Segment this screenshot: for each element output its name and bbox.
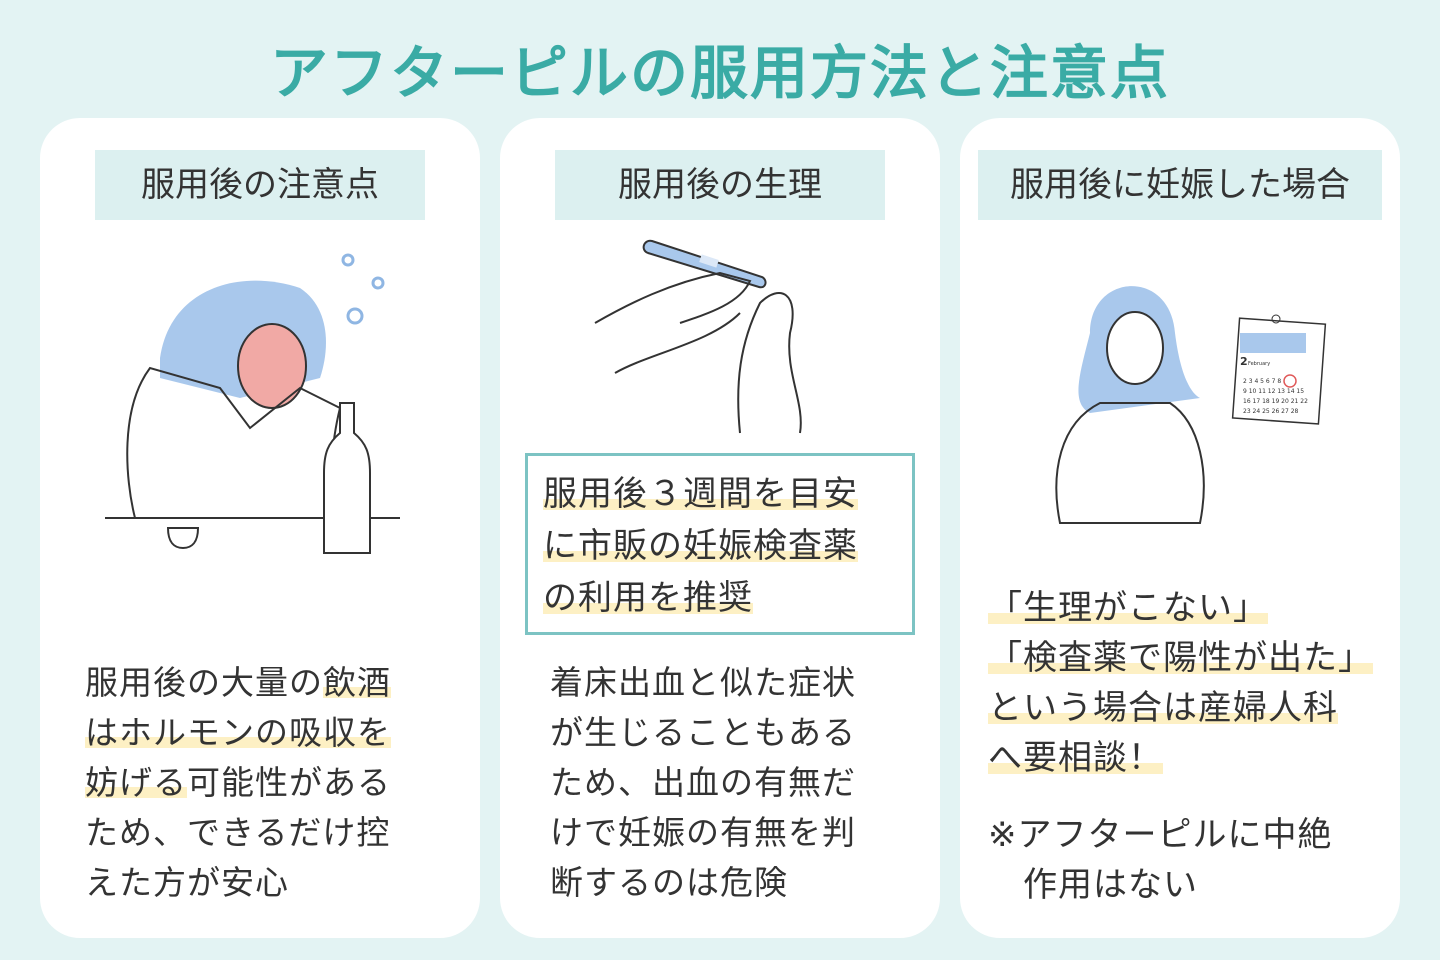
highlight-text: 「生理がこない」: [988, 588, 1268, 628]
card-body: 「生理がこない」 「検査薬で陽性が出た」 という場合は産婦人科 へ要相談！: [988, 583, 1373, 783]
recommendation-box: 服用後３週間を目安 に市販の妊娠検査薬 の利用を推奨: [525, 453, 915, 635]
text: えた方が安心: [85, 863, 289, 902]
highlight-text: 「検査薬で陽性が出た」: [988, 638, 1373, 678]
text: 着床出血と似た症状: [550, 663, 856, 702]
text: ため、できるだけ控: [85, 813, 391, 852]
calendar-month: 2: [1240, 355, 1248, 368]
note: ※アフターピルに中絶 作用はない: [988, 810, 1333, 910]
worried-woman-illustration: [1055, 286, 1205, 524]
card-heading: 服用後の生理: [555, 150, 885, 220]
highlight-text: の利用を推奨: [543, 578, 753, 618]
text: 断するのは危険: [550, 863, 788, 902]
highlight-text: 妨げる: [85, 763, 187, 802]
card-pregnant: 服用後に妊娠した場合 2 February 2 3 4 5 6 7 8 9 10 …: [960, 118, 1400, 938]
svg-text:16 17 18 19 20 21 22: 16 17 18 19 20 21 22: [1243, 398, 1308, 405]
highlight-text: 服用後３週間を目安: [543, 474, 858, 514]
card-body: 服用後の大量の飲酒 はホルモンの吸収を 妨げる可能性がある ため、できるだけ控 …: [85, 658, 391, 908]
drunk-woman-illustration: [105, 253, 400, 554]
svg-text:9 10 11 12 13 14 15: 9 10 11 12 13 14 15: [1243, 388, 1304, 395]
text: が生じることもある: [550, 713, 856, 752]
highlight-text: に市販の妊娠検査薬: [543, 526, 858, 566]
text: 可能性がある: [187, 763, 391, 802]
pregnancy-test-illustration: [594, 239, 802, 434]
text: ため、出血の有無だ: [550, 763, 856, 802]
svg-text:23 24 25 26 27 28: 23 24 25 26 27 28: [1243, 408, 1299, 415]
note-text: ※アフターピルに中絶: [988, 815, 1333, 855]
text: 服用後の大量の: [85, 663, 323, 702]
card-after-care: 服用後の注意点 服用後の大量の飲酒 はホルモンの吸収を 妨げる可能性がある ため…: [40, 118, 480, 938]
calendar-icon: 2 February 2 3 4 5 6 7 8 9 10 11 12 13 14…: [1231, 314, 1327, 425]
card-period: 服用後の生理 服用後３週間を目安 に市販の妊娠検査薬 の利用を推奨 着床出血と似…: [500, 118, 940, 938]
highlight-text: という場合は産婦人科: [988, 688, 1338, 728]
highlight-text: 飲酒: [323, 663, 391, 702]
card-heading: 服用後に妊娠した場合: [978, 150, 1382, 220]
card-body: 着床出血と似た症状 が生じることもある ため、出血の有無だ けで妊娠の有無を判 …: [550, 658, 856, 908]
note-text: 作用はない: [988, 865, 1198, 905]
page-title: アフターピルの服用方法と注意点: [269, 39, 1170, 107]
svg-text:2 3 4 5 6 7 8: 2 3 4 5 6 7 8: [1243, 378, 1281, 385]
highlight-text: はホルモンの吸収を: [85, 713, 391, 752]
card-heading: 服用後の注意点: [95, 150, 425, 220]
text: けで妊娠の有無を判: [550, 813, 856, 852]
calendar-month-name: February: [1248, 361, 1270, 367]
highlight-text: へ要相談！: [988, 738, 1163, 778]
